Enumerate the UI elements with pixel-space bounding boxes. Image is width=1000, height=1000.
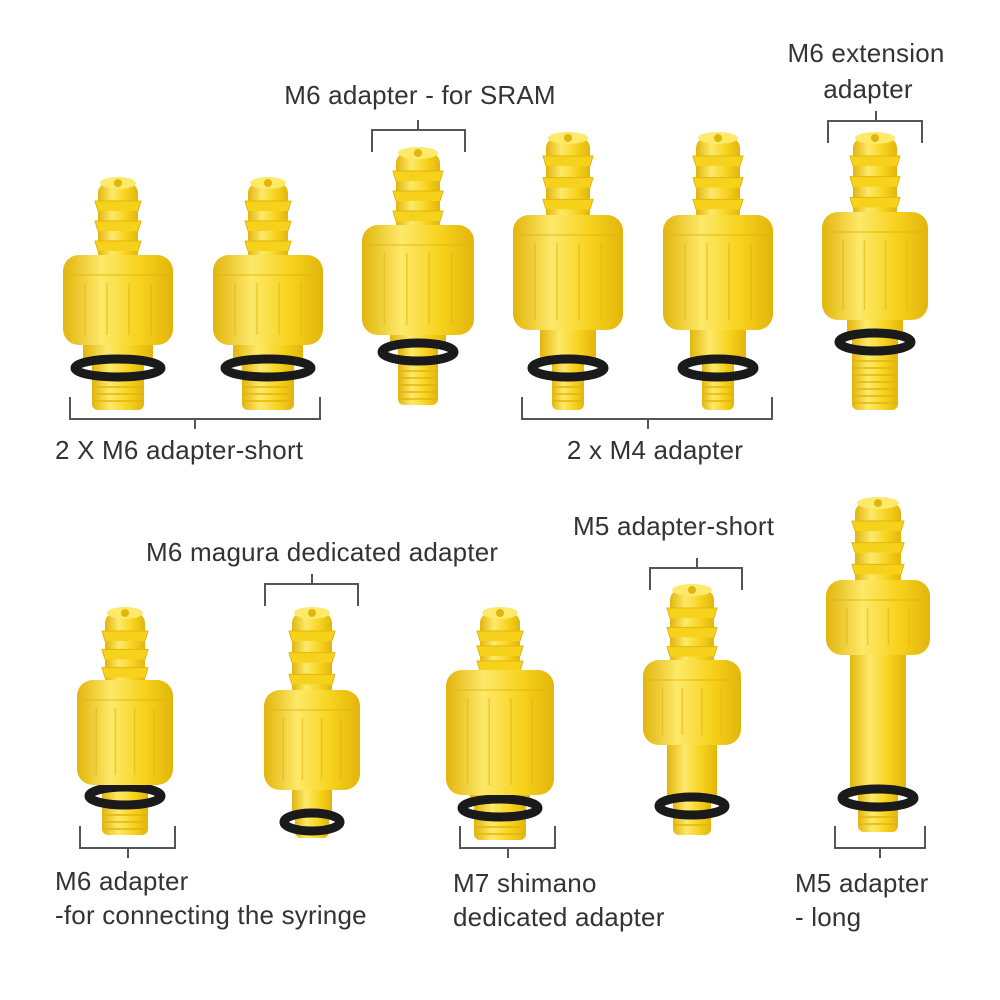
bracket-line xyxy=(459,826,556,858)
o-ring xyxy=(70,354,166,382)
bracket-line xyxy=(69,397,321,429)
adapter xyxy=(663,132,773,410)
bracket-line xyxy=(79,826,176,858)
adapter xyxy=(826,497,930,832)
adapter xyxy=(513,132,623,410)
label-syringe-1: M6 adapter xyxy=(55,866,189,896)
adapter xyxy=(77,607,173,835)
label-m6-sram: M6 adapter - for SRAM xyxy=(284,80,556,110)
adapter xyxy=(822,132,928,410)
o-ring xyxy=(377,338,459,366)
label-m5-long-1: M5 adapter xyxy=(795,868,929,898)
nut-body xyxy=(822,212,928,320)
o-ring xyxy=(837,784,919,812)
label-m6-extension-1: M6 extension xyxy=(787,38,945,68)
label-m4: 2 x M4 adapter xyxy=(566,435,744,465)
nut-body xyxy=(362,225,474,335)
bracket-line xyxy=(371,120,466,152)
adapter xyxy=(446,607,554,840)
o-ring xyxy=(279,808,345,836)
label-m6-extension-2: adapter xyxy=(823,74,913,104)
label-m5-short: M5 adapter-short xyxy=(573,511,775,541)
label-m6-short: 2 X M6 adapter-short xyxy=(55,435,304,465)
bracket-line xyxy=(264,574,359,606)
adapter xyxy=(63,177,173,410)
adapter xyxy=(643,584,741,835)
label-syringe-2: -for connecting the syringe xyxy=(55,900,367,930)
o-ring xyxy=(677,354,759,382)
nut-body xyxy=(63,255,173,345)
nut-body xyxy=(826,580,930,655)
bracket-line xyxy=(834,826,926,858)
nut-body xyxy=(446,670,554,795)
nut-body xyxy=(264,690,360,790)
adapter xyxy=(362,147,474,405)
bracket-line xyxy=(649,558,743,590)
o-ring xyxy=(457,794,543,822)
bracket-line xyxy=(827,111,923,143)
nut-body xyxy=(513,215,623,330)
o-ring xyxy=(220,354,316,382)
nut-body xyxy=(77,680,173,785)
nut-body xyxy=(663,215,773,330)
o-ring xyxy=(654,792,730,820)
o-ring xyxy=(84,782,166,810)
nut-body xyxy=(213,255,323,345)
label-shimano-2: dedicated adapter xyxy=(453,902,665,932)
bracket-line xyxy=(521,397,773,429)
label-magura: M6 magura dedicated adapter xyxy=(146,537,499,567)
label-shimano-1: M7 shimano xyxy=(453,868,597,898)
label-m5-long-2: - long xyxy=(795,902,862,932)
o-ring xyxy=(834,328,916,356)
adapter xyxy=(213,177,323,410)
adapter xyxy=(264,607,360,838)
nut-body xyxy=(643,660,741,745)
o-ring xyxy=(527,354,609,382)
